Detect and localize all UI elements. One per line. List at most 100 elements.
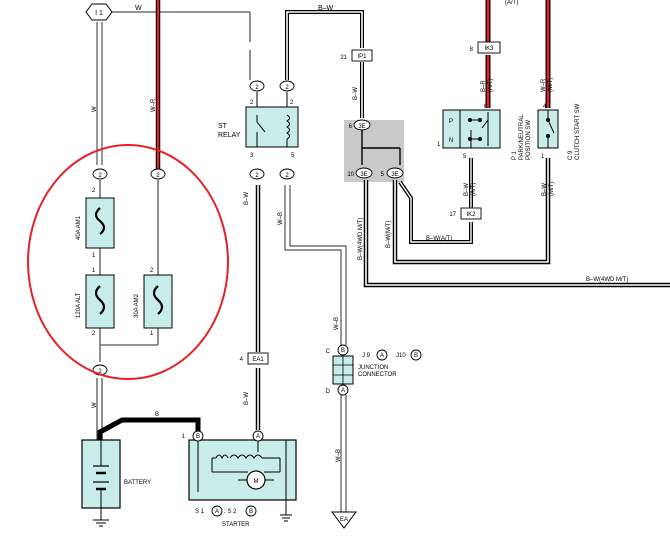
svg-text:STARTER: STARTER xyxy=(222,522,250,528)
label-bw-top: B–W xyxy=(318,5,334,12)
label-bw-4wd-mt: B–W(4WD M/T) xyxy=(358,218,364,260)
label-bw-vert: B–W xyxy=(244,192,250,205)
label-fuse-40: 40A AM1 xyxy=(76,215,82,240)
wire-b-w-top xyxy=(285,10,364,80)
label-at-top: (A/T) xyxy=(505,0,518,6)
label-bw-4wd-mt-right: B–W(4WD M/T) xyxy=(586,277,628,283)
svg-text:2: 2 xyxy=(285,85,289,91)
jb-3e-left: 3E 10 xyxy=(347,167,373,179)
svg-text:1: 1 xyxy=(437,142,441,148)
label-b-wire: B xyxy=(155,412,159,418)
svg-text:B: B xyxy=(414,353,418,359)
svg-text:1: 1 xyxy=(182,434,186,440)
svg-text:IK2: IK2 xyxy=(466,212,476,218)
svg-text:IP1: IP1 xyxy=(357,54,367,60)
svg-text:17: 17 xyxy=(449,212,456,218)
svg-text:, S 2: , S 2 xyxy=(224,509,237,515)
label-fuse-120: 120A ALT xyxy=(76,292,82,318)
wire-b-starter xyxy=(97,417,201,440)
label-w-low: W xyxy=(92,402,98,408)
st-relay xyxy=(245,92,299,148)
svg-text:1: 1 xyxy=(92,268,96,274)
svg-text:A: A xyxy=(380,353,384,359)
svg-text:EA: EA xyxy=(340,517,348,523)
svg-text:2: 2 xyxy=(156,173,160,179)
relay-pin5-label: 5 xyxy=(291,153,295,159)
svg-text:2: 2 xyxy=(290,100,294,106)
svg-text:8: 8 xyxy=(470,47,474,53)
svg-text:B: B xyxy=(196,434,200,440)
fuse-conn-top-right: 2 xyxy=(150,168,166,180)
svg-text:N: N xyxy=(449,138,453,144)
label-wr-left: W–R xyxy=(151,98,157,112)
connector-ea1: EA1 4 xyxy=(240,352,269,365)
relay-pin-top-right: 2 xyxy=(279,80,295,92)
svg-text:A: A xyxy=(341,388,345,394)
svg-text:I 1: I 1 xyxy=(95,10,103,17)
clutch-start-switch xyxy=(537,109,559,149)
svg-text:2: 2 xyxy=(98,369,102,375)
label-clutch-switch: C 9CLUTCH START SW xyxy=(568,103,581,160)
battery xyxy=(81,439,121,527)
label-battery: BATTERY xyxy=(124,480,151,486)
svg-text:5: 5 xyxy=(463,154,467,160)
fuse-120a-alt xyxy=(85,274,115,329)
label-fuse-30: 30A AM2 xyxy=(134,293,140,318)
label-park-switch: P 1PARK/NEUTRALPOSITION SW xyxy=(512,114,532,160)
label-wr-mt: W–R(M/T) xyxy=(541,78,554,92)
svg-text:5: 5 xyxy=(381,172,385,178)
svg-text:21: 21 xyxy=(340,55,347,61)
relay-pin-top-left: 2 xyxy=(249,80,265,92)
wire-w-b-relay xyxy=(284,185,347,345)
label-bw-mt: B–W(M/T) xyxy=(386,221,392,248)
svg-text:6: 6 xyxy=(349,124,353,130)
starter-labels: S 1 A , S 2 B STARTER xyxy=(195,505,257,528)
label-w-top: W xyxy=(135,5,142,12)
svg-text:10: 10 xyxy=(347,172,354,178)
svg-text:2: 2 xyxy=(250,100,254,106)
connector-ik2: IK2 17 xyxy=(449,207,482,220)
wire-bw-mt xyxy=(392,158,551,265)
svg-text:6: 6 xyxy=(484,104,488,110)
label-bw-at-h: B–W(A/T) xyxy=(426,236,452,242)
svg-text:3E: 3E xyxy=(360,172,367,178)
connector-ik3: IK3 8 xyxy=(470,41,501,54)
svg-text:4: 4 xyxy=(543,104,547,110)
svg-text:J 9: J 9 xyxy=(362,353,371,359)
label-bw-ip1: B–W xyxy=(353,87,359,100)
starter: B 1 A M xyxy=(182,430,297,522)
wire-w-b-ground xyxy=(340,395,347,512)
svg-text:2: 2 xyxy=(98,173,102,179)
connector-ip1: IP1 21 xyxy=(340,49,373,62)
wire-bw-4wd-mt xyxy=(363,180,670,288)
svg-text:2: 2 xyxy=(255,173,259,179)
fuse-30a-am2 xyxy=(143,274,173,329)
label-wb-junction: W–B xyxy=(334,317,340,330)
svg-text:A: A xyxy=(215,509,219,515)
label-bw-mt-v: B–W(M/T) xyxy=(542,182,555,196)
jb-3e-right: 3E 5 xyxy=(381,167,404,179)
svg-text:B: B xyxy=(249,509,253,515)
label-bw-ea1: B–W xyxy=(244,392,250,405)
junction-connector: B A C D xyxy=(326,344,354,396)
svg-text:3E: 3E xyxy=(391,172,398,178)
terminal-i1: I 1 xyxy=(85,3,113,21)
relay-pin-bottom-left: 2 xyxy=(249,168,265,180)
svg-text:2: 2 xyxy=(92,331,96,337)
label-br-at: B–R(A/T) xyxy=(481,79,494,92)
motor-label: M xyxy=(254,479,259,485)
wire-bw-at xyxy=(398,180,473,244)
svg-text:3E: 3E xyxy=(358,124,365,130)
svg-text:S 1: S 1 xyxy=(195,509,205,515)
svg-text:2: 2 xyxy=(92,188,96,194)
park-neutral-switch: P N xyxy=(442,109,501,149)
svg-text:1: 1 xyxy=(541,154,545,160)
svg-text:B: B xyxy=(341,348,345,354)
svg-text:J10: J10 xyxy=(396,353,406,359)
svg-text:2: 2 xyxy=(285,173,289,179)
fuse-conn-top-left: 2 xyxy=(92,168,108,180)
